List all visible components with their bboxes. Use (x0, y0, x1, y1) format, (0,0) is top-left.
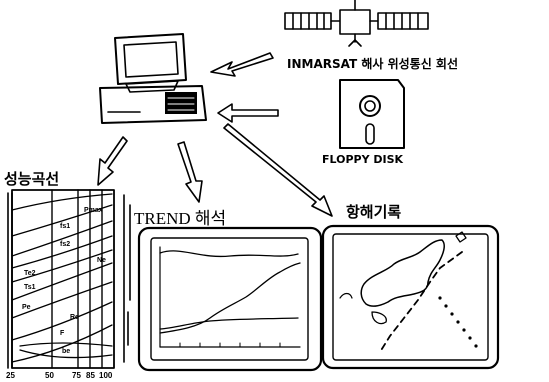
arrow-satellite-to-computer (210, 52, 274, 77)
curve-label-f: F (60, 330, 65, 337)
satellite-icon (284, 0, 429, 47)
performance-curves-title: 성능곡선 (4, 170, 60, 188)
curve-label-re: Re (70, 314, 79, 321)
curve-label-ts1: Ts1 (24, 284, 36, 291)
inmarsat-label: INMARSAT 해사 위성통신 회선 (287, 57, 459, 71)
floppy-disk-label: FLOPPY DISK (322, 153, 404, 166)
arrow-computer-to-trend (177, 141, 203, 203)
x-tick-100: 100 (99, 371, 113, 380)
curve-label-fs2: fs2 (60, 241, 71, 248)
trend-analysis-monitor (137, 226, 323, 372)
x-tick-50: 50 (45, 371, 54, 380)
computer-icon (99, 33, 207, 124)
voyage-record-monitor (321, 224, 500, 370)
arrow-floppy-to-computer (217, 103, 279, 123)
x-tick-85: 85 (86, 371, 95, 380)
curve-label-ne: Ne (97, 257, 106, 264)
curve-label-be: be (62, 348, 71, 355)
curve-label-pmax: Pmax (84, 207, 103, 214)
curve-label-fs1: fs1 (60, 223, 71, 230)
x-tick-75: 75 (72, 371, 81, 380)
arrow-computer-to-performance (97, 136, 128, 186)
trend-analysis-title: TREND 해석 (134, 209, 227, 228)
curve-label-pe: Pe (22, 304, 31, 311)
curve-label-te2: Te2 (24, 270, 36, 277)
performance-curves-chart (7, 189, 131, 369)
arrow-computer-to-voyage (223, 123, 333, 217)
x-tick-25: 25 (6, 371, 15, 380)
voyage-record-title: 항해기록 (346, 203, 402, 221)
floppy-disk-icon (339, 79, 405, 149)
